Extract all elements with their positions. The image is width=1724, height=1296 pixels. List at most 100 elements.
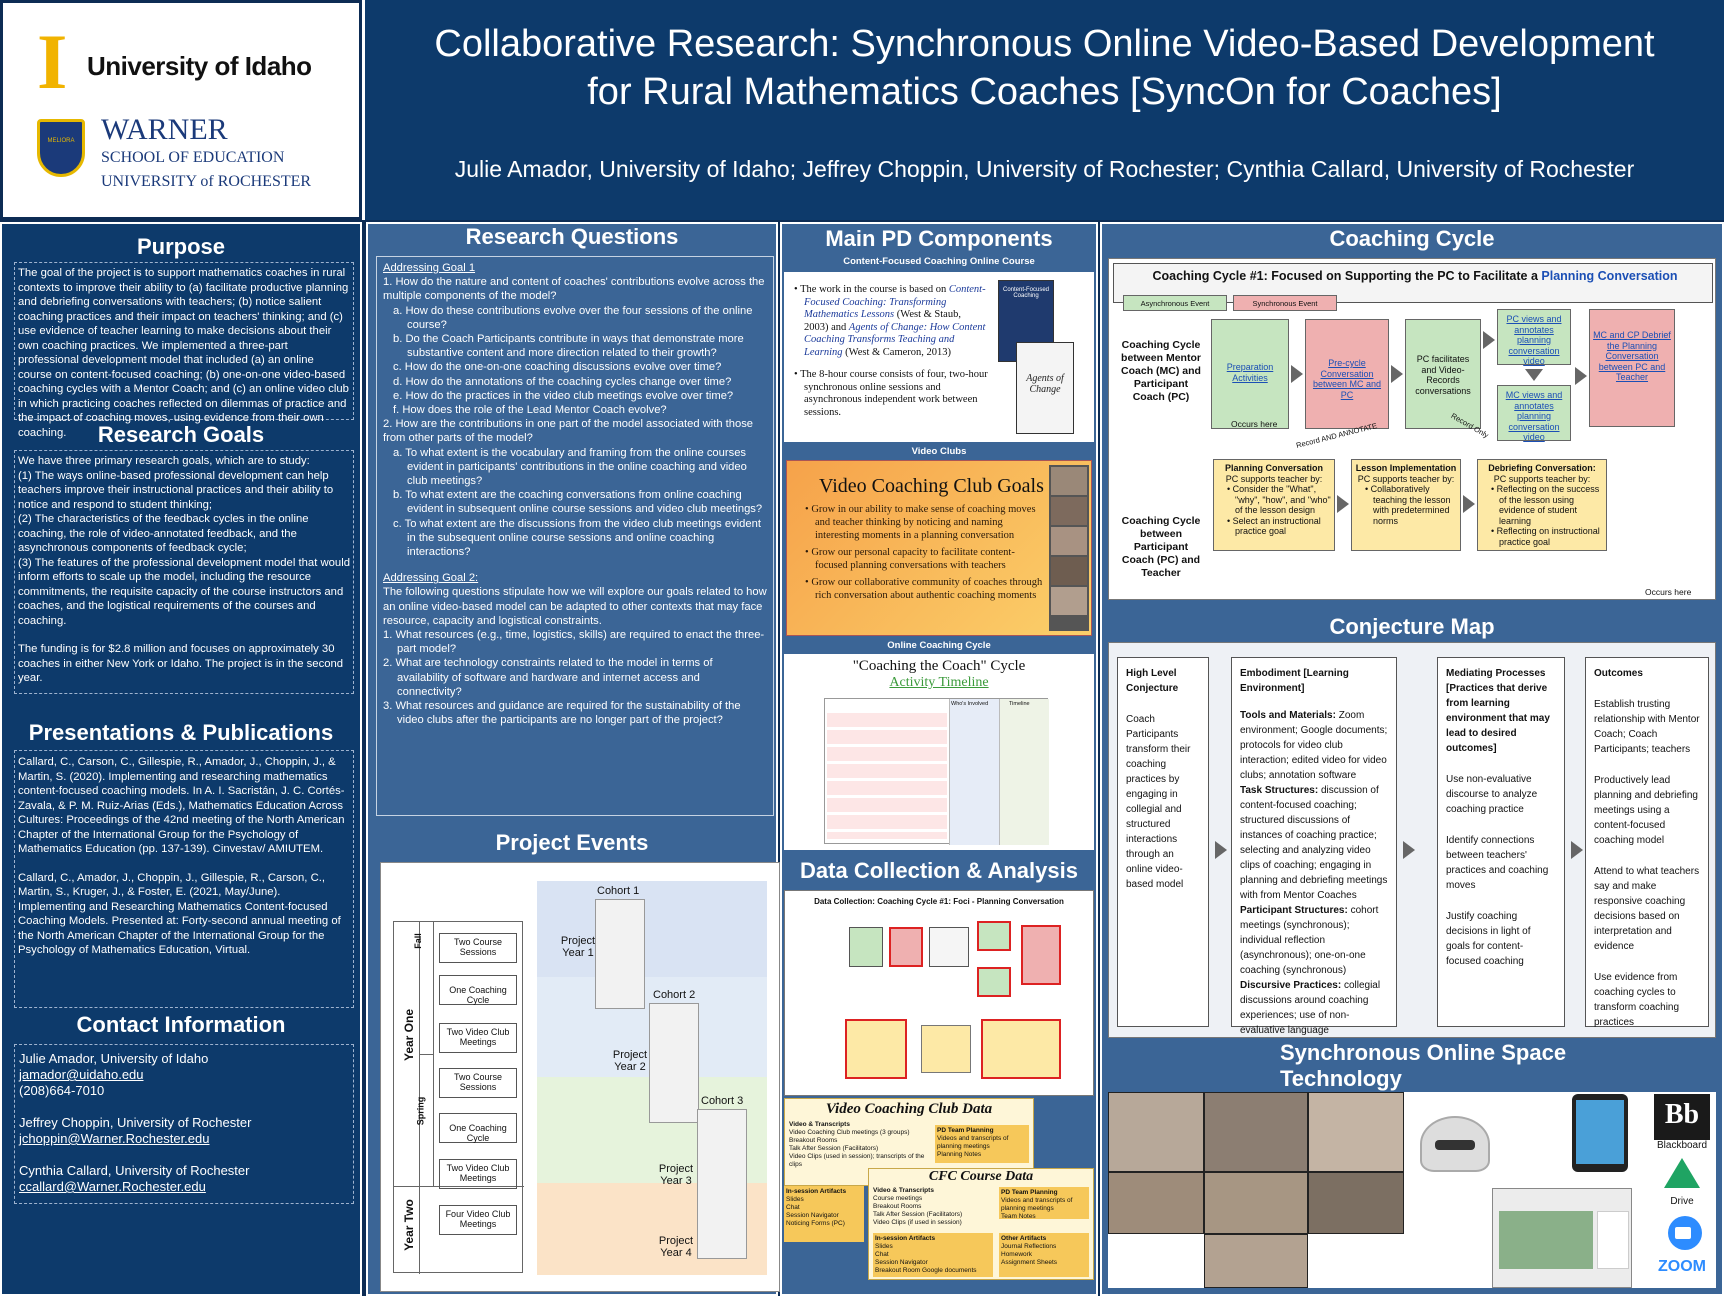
swivl-device-icon <box>1420 1116 1490 1172</box>
course-box: • The work in the course is based on Con… <box>784 272 1094 442</box>
cc-heading: Coaching Cycle <box>1329 226 1495 251</box>
occ-subtitle: Activity Timeline <box>889 675 989 690</box>
events-timeline: Year One Year Two Fall Spring <box>393 921 524 1274</box>
vcc-insession-box: In-session Artifacts Slides Chat Session… <box>784 1186 864 1242</box>
cohort-2-label: Cohort 2 <box>653 989 696 1001</box>
cc-mc-views-box: MC views and annotates planning conversa… <box>1497 385 1571 442</box>
contact-heading: Contact Information <box>76 1012 286 1037</box>
email-choppin-link[interactable]: jchoppin@Warner.Rochester.edu <box>19 1131 210 1146</box>
events-heading: Project Events <box>495 830 649 855</box>
cc-row2-label: Coaching Cycle between Participant Coach… <box>1121 515 1201 579</box>
rq-heading: Research Questions <box>465 224 679 249</box>
cohort-2-stack <box>649 1003 699 1123</box>
video-clubs-label: Video Clubs <box>911 446 967 457</box>
purpose-box: The goal of the project is to support ma… <box>14 262 354 439</box>
zoom-participant-tile <box>1108 1092 1204 1172</box>
zoom-screen-share <box>1492 1188 1632 1288</box>
course-bullet-2: • The 8-hour course consists of four, tw… <box>794 369 988 418</box>
zoom-participant-tile <box>1204 1092 1308 1172</box>
blackboard-logo: Bb <box>1654 1094 1710 1140</box>
planning-conversation-box: Planning Conversation PC supports teache… <box>1213 459 1335 551</box>
fall-label: Fall <box>412 933 423 949</box>
vcg-title: Video Coaching Club Goals <box>819 475 1044 497</box>
dca-heading: Data Collection & Analysis <box>800 858 1078 883</box>
technology-heading: Technology <box>1280 1066 1402 1091</box>
warner-line3: UNIVERSITY of ROCHESTER <box>101 173 312 190</box>
legend-sync: Synchronous Event <box>1233 295 1337 311</box>
zoom-participant-tile <box>1308 1172 1404 1234</box>
drive-label: Drive <box>1670 1196 1694 1207</box>
event-item: Two Course Sessions <box>439 933 517 963</box>
header-logos: I University of Idaho MELIORA WARNER SCH… <box>0 0 362 220</box>
project-year-1-band <box>537 881 767 977</box>
pub-1: Callard, C., Carson, C., Gillespie, R., … <box>18 756 345 855</box>
cohort-3-label: Cohort 3 <box>701 1095 744 1107</box>
occ-box: "Coaching the Coach" Cycle Activity Time… <box>784 654 1094 850</box>
purpose-text: The goal of the project is to support ma… <box>18 267 349 439</box>
event-item: Four Video Club Meetings <box>439 1205 517 1235</box>
zoom-participant-tile <box>1108 1172 1204 1234</box>
cc-pc-views-box: PC views and annotates planning conversa… <box>1497 309 1571 366</box>
cc-facilitates-box: PC facilitates and Video-Records convers… <box>1405 319 1481 429</box>
pd-heading: Main PD Components <box>825 226 1053 251</box>
project-year-label: Project Year 3 <box>658 1163 694 1187</box>
zoom-logo-icon <box>1668 1216 1702 1250</box>
vcg-item: • Grow our collaborative community of co… <box>805 577 1043 601</box>
purpose-heading: Purpose <box>136 234 226 259</box>
email-callard-link[interactable]: ccallard@Warner.Rochester.edu <box>19 1179 206 1194</box>
spring-label: Spring <box>415 1096 426 1126</box>
sos-heading: Synchronous Online Space <box>1280 1040 1567 1065</box>
debriefing-conversation-box: Debriefing Conversation: PC supports tea… <box>1477 459 1607 551</box>
cc-row1-label: Coaching Cycle between Mentor Coach (MC)… <box>1121 339 1201 403</box>
event-item: Two Video Club Meetings <box>439 1023 517 1053</box>
email-amador-link[interactable]: jamador@uidaho.edu <box>19 1067 144 1082</box>
pub-2: Callard, C., Amador, J., Choppin, J., Gi… <box>18 871 341 957</box>
events-diagram: Year One Year Two Fall Spring Two Course… <box>380 862 780 1292</box>
participant-thumbnails <box>1049 465 1089 631</box>
cohort-1-label: Cohort 1 <box>597 885 640 897</box>
event-item: Two Course Sessions <box>439 1068 517 1098</box>
cc-prep-box: Preparation Activities <box>1211 319 1289 429</box>
goals-box: We have three primary research goals, wh… <box>14 450 354 694</box>
warner-line2: SCHOOL OF EDUCATION <box>101 149 285 166</box>
header-title-area: Collaborative Research: Synchronous Onli… <box>362 0 1724 220</box>
book-cover-agents-of-change: Agents of Change <box>1016 342 1074 434</box>
poster-title: Collaborative Research: Synchronous Onli… <box>434 23 1655 113</box>
warner-shield-icon: MELIORA <box>37 119 85 177</box>
occ-label: Online Coaching Cycle <box>887 640 991 651</box>
zoom-participant-tile <box>1204 1234 1308 1288</box>
occ-rows <box>827 713 947 839</box>
cm-col-embodiment: Embodiment [Learning Environment] Tools … <box>1231 657 1397 1036</box>
uidaho-name: University of Idaho <box>87 51 312 81</box>
left-sidebar: Purpose The goal of the project is to su… <box>0 222 362 1296</box>
vcg-item: • Grow in our ability to make sense of c… <box>805 504 1036 541</box>
cfc-data-title: CFC Course Data <box>928 1169 1034 1184</box>
cm-col-conjecture: High Level Conjecture Coach Participants… <box>1117 657 1209 1027</box>
zoom-participant-tile <box>1204 1172 1308 1234</box>
google-drive-icon <box>1664 1158 1700 1188</box>
cohort-3-stack <box>697 1109 747 1259</box>
pubs-heading: Presentations & Publications <box>28 720 334 745</box>
pubs-box: Callard, C., Carson, C., Gillespie, R., … <box>14 750 354 1008</box>
cm-heading: Conjecture Map <box>1329 614 1495 639</box>
year-one-label: Year One <box>402 1008 416 1062</box>
tech-gallery: Bb Blackboard Drive ZOOM <box>1108 1092 1716 1288</box>
year-two-label: Year Two <box>402 1199 416 1251</box>
poster-authors: Julie Amador, University of Idaho; Jeffr… <box>454 156 1635 182</box>
uidaho-i-icon: I <box>37 18 68 105</box>
cohort-1-stack <box>595 899 645 1009</box>
dc-title: Data Collection: Coaching Cycle #1: Foci… <box>814 897 1064 906</box>
event-item: One Coaching Cycle <box>439 975 517 1005</box>
coaching-cycle-diagram: Coaching Cycle #1: Focused on Supporting… <box>1108 258 1716 600</box>
occ-table: Who's Involved Timeline <box>824 698 1049 845</box>
rq-box: Addressing Goal 1 1. How do the nature a… <box>376 256 774 816</box>
event-item: Two Video Club Meetings <box>439 1159 517 1189</box>
course-bullet-1: • The work in the course is based on Con… <box>794 284 986 358</box>
video-club-goals-box: Video Coaching Club Goals • Grow in our … <box>786 460 1092 636</box>
cfc-data-box: CFC Course Data Video & Transcripts Cour… <box>868 1168 1094 1280</box>
conjecture-map: High Level Conjecture Coach Participants… <box>1108 642 1716 1038</box>
cc-precycle-box: Pre-cycle Conversation between MC and PC <box>1305 319 1389 429</box>
vcg-item: • Grow our personal capacity to facilita… <box>805 547 1015 571</box>
goals-heading: Research Goals <box>97 422 265 447</box>
project-year-label: Project Year 2 <box>612 1049 648 1073</box>
